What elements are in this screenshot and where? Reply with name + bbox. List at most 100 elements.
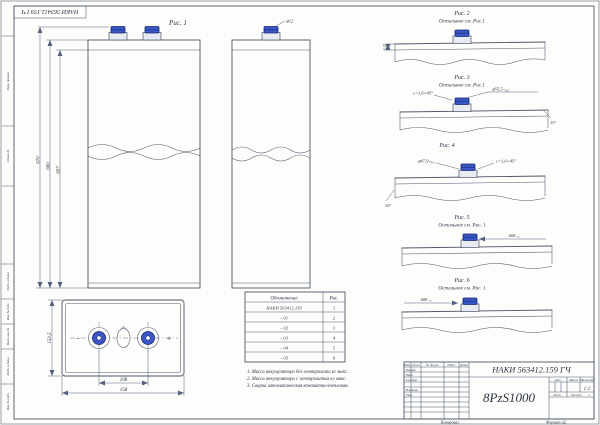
terminal-cap: [458, 163, 478, 179]
table-cell: 4: [333, 336, 336, 341]
table-cell: 1: [333, 306, 335, 311]
tb-product-name: 8PzS1000: [483, 390, 536, 405]
fig1-dim-660: 660: [47, 162, 52, 170]
table-cell: НАКИ 563412.159: [265, 306, 302, 311]
tb-podp: Подп.: [446, 363, 455, 367]
tb-prov: Пров.: [405, 373, 414, 377]
tb-listov-value: 1: [588, 393, 590, 397]
table-cell: – 04: [279, 346, 289, 351]
fig4-angle-dim: 10°: [385, 203, 392, 208]
margin-label: Инв. № дубл.: [6, 303, 10, 322]
fig6: Рис. 6 Остальное см. Рис. 1 688₋₂: [401, 278, 553, 333]
terminal-cap: [460, 297, 480, 313]
fig2-lid-dim: 6,35: [382, 44, 388, 51]
table-header-designation: Обозначение: [270, 297, 298, 302]
terminal-cap: [142, 25, 162, 41]
terminal-cap: [452, 97, 472, 113]
note-line: 1. Масса аккумулятора без электролита кг…: [247, 370, 348, 375]
margin-label: Перв. примен.: [6, 71, 10, 91]
top-view-depth-dim: 150,5: [48, 332, 53, 344]
tb-listov: Листов: [570, 393, 582, 397]
tb-data: Дата: [459, 363, 468, 367]
fig5-note: Остальное см. Рис. 1: [438, 223, 486, 229]
tb-list2: Лист: [552, 393, 561, 397]
fig6-note: Остальное см. Рис. 1: [438, 286, 486, 292]
fig1-cap-dia-dim: ⌀12: [286, 19, 294, 24]
tb-massa: Масса: [568, 378, 578, 382]
margin-label: Взам. инв. №: [6, 328, 10, 346]
margin-label: Справ. №: [6, 150, 10, 163]
terminal-plus: [137, 327, 159, 349]
terminal-cap: [261, 25, 281, 41]
fig2-note: Остальное см. Рис.1: [439, 19, 485, 25]
stamp-doc-number: НАКИ 563412.159 ГЧ: [21, 8, 80, 15]
format-label: Формат А2: [546, 420, 566, 425]
note-line: 3. Сварка автоматическая контактно-тепло…: [247, 384, 349, 389]
table-cell: 2: [333, 316, 336, 321]
margin-boxes: Перв. примен. Справ. № Подп. и дата Инв.…: [1, 35, 14, 411]
fig5-label: Рис. 5: [453, 215, 469, 221]
margin-label: Инв. № подл.: [6, 392, 10, 411]
minus-sign: −: [75, 334, 80, 343]
tb-tkontr: Т.контр.: [406, 378, 418, 382]
fig1-label: Рис. 1: [168, 19, 187, 27]
terminal-cap: [460, 233, 480, 249]
table-cell: 6: [333, 356, 336, 361]
margin-label: Подп. и дата: [6, 357, 10, 377]
fig1-dim-607: 607: [57, 166, 62, 174]
tb-razrab: Разраб.: [405, 368, 417, 372]
fig4: Рис. 4 ⌀47,9₊₀,₂ с=1,6×45° 10°: [385, 142, 546, 208]
fig4-label: Рис. 4: [438, 142, 454, 149]
tb-ndokum: № докум.: [425, 363, 439, 367]
tb-izm: Изм.: [403, 363, 411, 367]
table-header-fig: Рис.: [328, 297, 338, 302]
tb-list: Лист: [411, 363, 420, 367]
fig2: Рис. 2 Остальное см. Рис.1 6,35: [382, 11, 546, 65]
fig4-chamfer-dim: с=1,6×45°: [496, 159, 516, 165]
top-view: − + 150,5 108 158: [48, 299, 185, 396]
top-view-width-dim: 158: [120, 388, 128, 393]
top-left-stamp: НАКИ 563412.159 ГЧ: [13, 5, 87, 19]
top-view-terminal-dim: 108: [120, 378, 128, 383]
margin-label: Подп. и дата: [6, 272, 10, 292]
table-row: – 03 4: [279, 336, 336, 341]
tb-masshtab: Масштаб: [579, 378, 594, 382]
terminal-cap: [452, 29, 472, 45]
fig5-height-dim: 668₋₂: [509, 233, 520, 238]
fig6-label: Рис. 6: [453, 278, 469, 284]
fig3-dia-dim: ⌀55,5₋₀,₅: [492, 87, 510, 93]
fig1-front-view: [87, 25, 201, 289]
table-row: – 05 6: [279, 356, 336, 361]
tb-utv: Утв.: [406, 393, 413, 397]
fig3-label: Рис. 3: [453, 75, 469, 81]
fig1-dim-670: 670: [37, 156, 42, 164]
title-block: Изм. Лист № докум. Подп. Дата Разраб. Пр…: [403, 361, 595, 420]
inner-frame: [13, 5, 595, 420]
notes: 1. Масса аккумулятора без электролита кг…: [247, 370, 349, 389]
tb-lit: Лит.: [553, 378, 561, 382]
tb-designation: НАКИ 563412.159 ГЧ: [491, 365, 572, 375]
fig3-note: Остальное см. Рис.1: [439, 83, 485, 89]
table-cell: 5: [333, 346, 336, 351]
note-line: 2. Масса аккумулятора с электролитом кг …: [247, 377, 347, 382]
fig3-chamfer-dim: с=1,6×45°: [413, 91, 433, 97]
fig6-height-dim: 688₋₂: [421, 297, 432, 302]
fig4-dia-dim: ⌀47,9₊₀,₂: [418, 159, 436, 165]
fig1-dimensions: 670 660 607: [36, 26, 109, 289]
table-row: – 01 2: [279, 316, 336, 321]
tb-nkontr: Н.контр.: [405, 388, 419, 392]
fig2-label: Рис. 2: [453, 11, 469, 17]
plus-sign: +: [166, 334, 171, 343]
table-cell: – 02: [279, 326, 289, 331]
table-cell: – 01: [279, 316, 288, 321]
copied-label: Копировал: [440, 420, 459, 425]
fig1-side-view: ⌀12: [231, 19, 311, 289]
table-cell: 3: [333, 326, 336, 331]
table-row: – 04 5: [279, 346, 336, 351]
fig5: Рис. 5 Остальное см. Рис. 1 668₋₂: [401, 215, 553, 269]
fig3-angle-dim: 15°: [550, 120, 557, 125]
tb-scale-value: 1:2: [584, 387, 591, 392]
